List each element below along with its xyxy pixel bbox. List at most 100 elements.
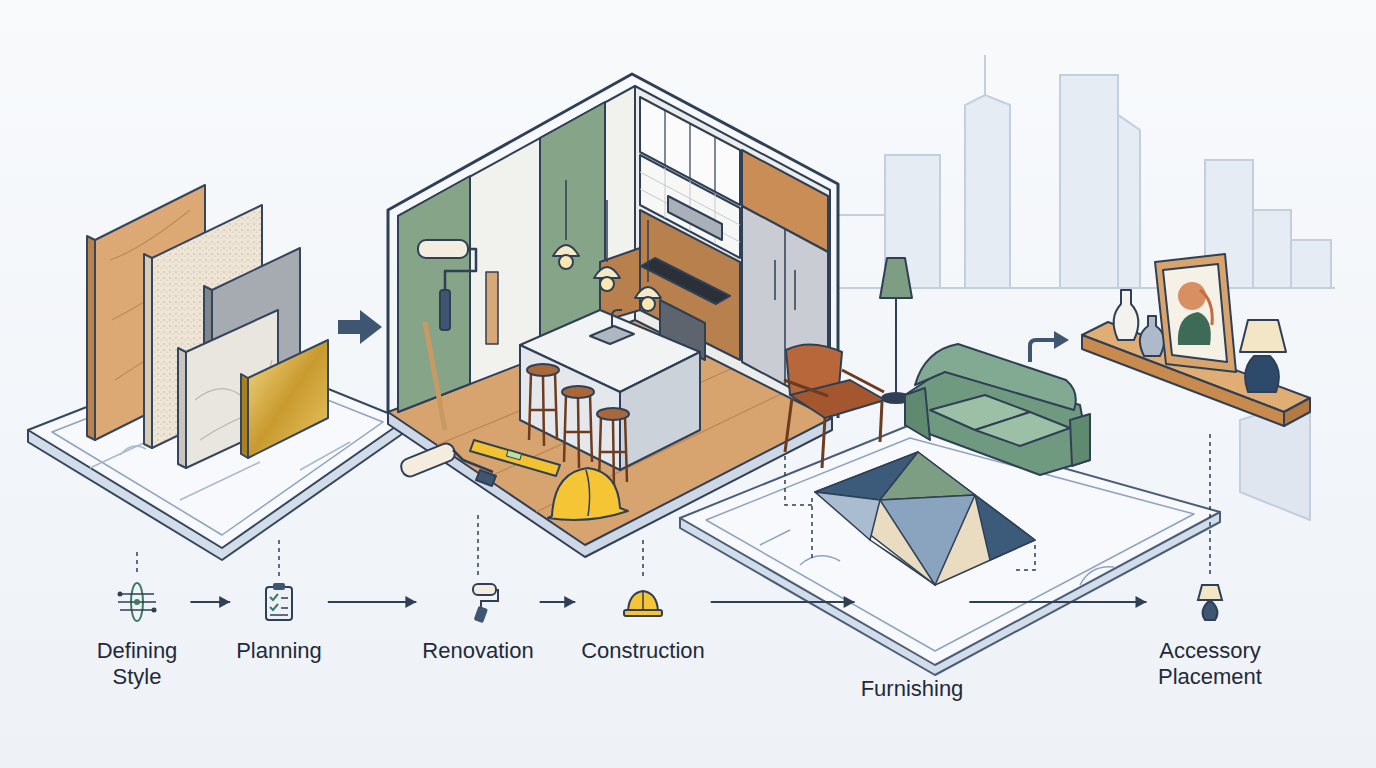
step-icon (473, 584, 496, 595)
step-icon (115, 580, 159, 624)
connector-line (328, 601, 417, 603)
kitchen-room (566, 180, 648, 282)
step-icon (270, 594, 278, 610)
material-samples (241, 374, 248, 458)
step-icon (624, 610, 662, 616)
skyline (965, 95, 1010, 288)
shelf-accessories (1155, 254, 1236, 372)
step-icon (628, 591, 658, 611)
step-label: Accessory Placement (1153, 638, 1268, 690)
kitchen-room (559, 255, 573, 269)
material-samples (178, 348, 186, 468)
leader-lines (136, 552, 138, 576)
tools (586, 470, 590, 516)
tools (425, 322, 445, 430)
step-icon (118, 594, 156, 610)
rug (975, 495, 1035, 560)
flow-arrow (338, 310, 382, 344)
step-node: Furnishing (859, 580, 966, 702)
step-icon (134, 599, 140, 605)
rug (815, 452, 1035, 585)
leader-lines (278, 540, 280, 576)
step-icon (266, 587, 292, 620)
material-samples (144, 254, 152, 448)
furnishing-platform (680, 425, 1220, 665)
tools (399, 441, 458, 479)
flow-connector (191, 596, 231, 608)
shelf-accessories (1178, 282, 1206, 310)
tools (399, 441, 458, 479)
rug (815, 452, 1035, 585)
curved-arrow (1030, 340, 1056, 362)
bar-stool (564, 394, 592, 468)
step-label: Planning (236, 638, 322, 664)
sofa (905, 388, 930, 440)
leader-lines (1015, 545, 1035, 570)
material-samples (248, 340, 328, 458)
furnishing-platform (706, 438, 1194, 651)
leader-lines (1209, 434, 1211, 576)
leader-lines (477, 515, 479, 576)
step-icon (456, 580, 500, 624)
shelf-accessories (1082, 254, 1310, 520)
tools (440, 290, 450, 330)
rug (880, 495, 975, 585)
tools (476, 470, 496, 486)
step-icon (1198, 585, 1222, 600)
sofa (905, 344, 1090, 475)
step-label: Furnishing (861, 676, 964, 702)
curved-arrow (1054, 331, 1069, 349)
kitchen-room (590, 326, 634, 344)
skyline (1253, 210, 1291, 288)
flow-connector (711, 596, 855, 608)
bar-stool (597, 408, 629, 420)
flow-arrow (338, 310, 382, 344)
skyline (838, 55, 1335, 288)
step-icon (642, 591, 644, 610)
step-icon (456, 580, 500, 624)
skyline (984, 55, 986, 95)
step-icon (152, 608, 157, 613)
connector-line (969, 601, 1146, 603)
rug (870, 540, 935, 585)
flow-connector (540, 596, 576, 608)
floor-lamp (880, 258, 912, 403)
step-node: Renovation (420, 580, 535, 664)
step-icon (257, 580, 301, 624)
rug (880, 452, 975, 500)
step-node: Accessory Placement (1151, 580, 1270, 690)
tools (548, 468, 628, 520)
floor-lamp (895, 298, 897, 395)
kitchen-room (388, 74, 838, 418)
leader-lines (137, 434, 1210, 576)
tools (418, 240, 468, 258)
floor-lamp (880, 258, 912, 298)
leader-lines (785, 456, 815, 505)
leader-lines (642, 540, 644, 576)
arrow-head (844, 596, 855, 608)
step-icon (474, 606, 489, 624)
step-icon (621, 580, 665, 624)
step-icon (621, 580, 665, 624)
shelf-accessories (1240, 320, 1286, 352)
material-samples (87, 236, 95, 440)
step-icon (1188, 580, 1232, 624)
step-icon (118, 592, 123, 597)
kitchen-room (612, 310, 622, 328)
step-icon (270, 598, 288, 615)
skyline (1291, 240, 1331, 288)
skyline (1060, 75, 1118, 288)
kitchen-room (620, 352, 700, 470)
step-icon (257, 580, 301, 624)
step-icon (115, 580, 159, 624)
shelf-accessories (1114, 290, 1139, 340)
armchair (784, 344, 885, 468)
tools (506, 450, 521, 460)
step-node: Planning (234, 580, 324, 664)
step-label: Construction (581, 638, 705, 664)
arrow-head (564, 596, 575, 608)
flow-connector (328, 596, 417, 608)
style-platform (120, 446, 146, 455)
shelf-accessories (1200, 290, 1212, 325)
